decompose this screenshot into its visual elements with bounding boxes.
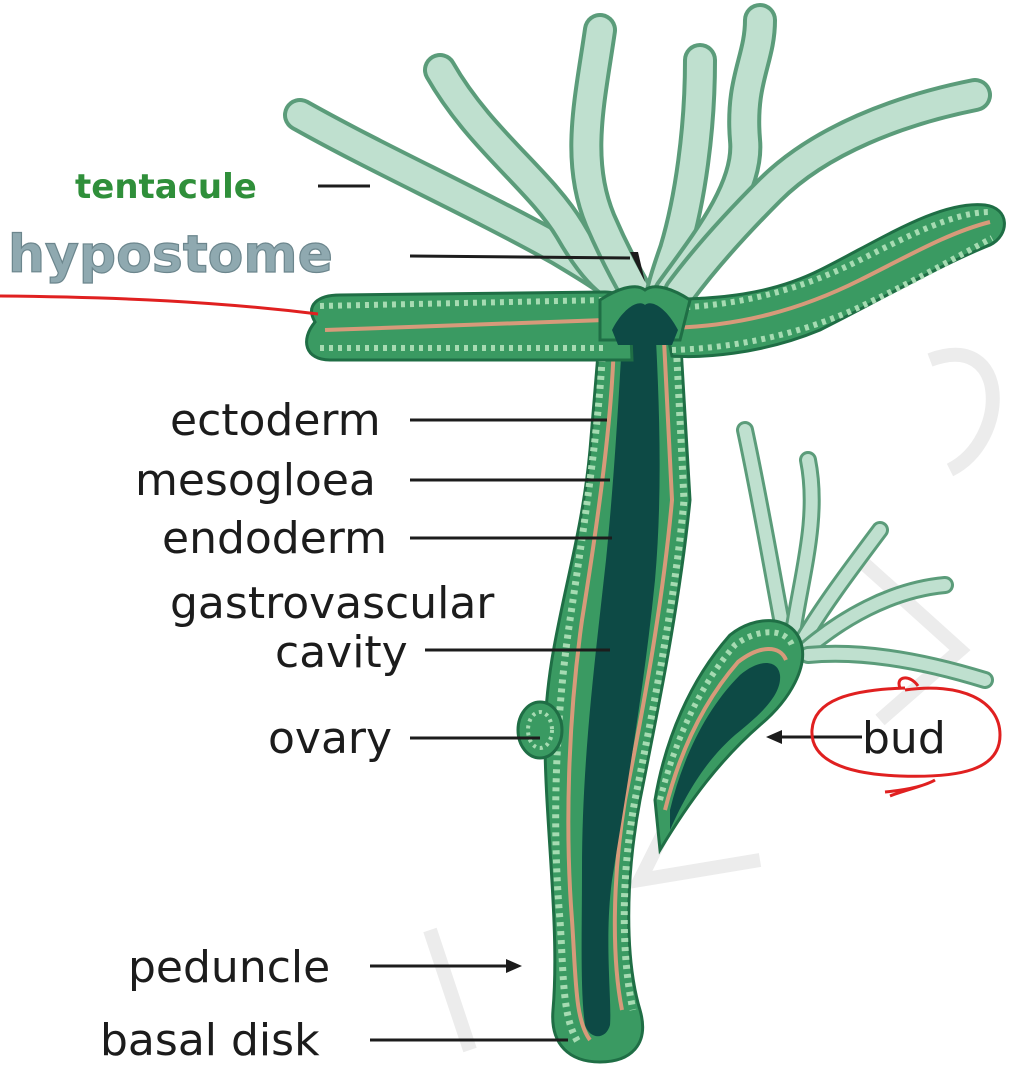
red-annotations <box>0 296 1000 796</box>
label-hypostome: hypostome <box>8 225 333 285</box>
label-endoderm: endoderm <box>162 513 387 564</box>
ovary-structure <box>518 702 562 758</box>
label-gastrovascular: gastrovascular <box>170 578 495 629</box>
label-bud: bud <box>862 713 946 764</box>
bud-structure <box>655 430 985 850</box>
label-tentacule: tentacule <box>75 167 257 207</box>
label-ectoderm: ectoderm <box>170 395 381 446</box>
label-basal-disk: basal disk <box>100 1015 320 1066</box>
label-ovary: ovary <box>268 713 392 764</box>
label-cavity: cavity <box>275 627 408 678</box>
label-peduncle: peduncle <box>128 942 330 993</box>
body <box>545 330 690 1062</box>
label-mesogloea: mesogloea <box>135 455 376 506</box>
red-pointer-line <box>0 296 318 314</box>
